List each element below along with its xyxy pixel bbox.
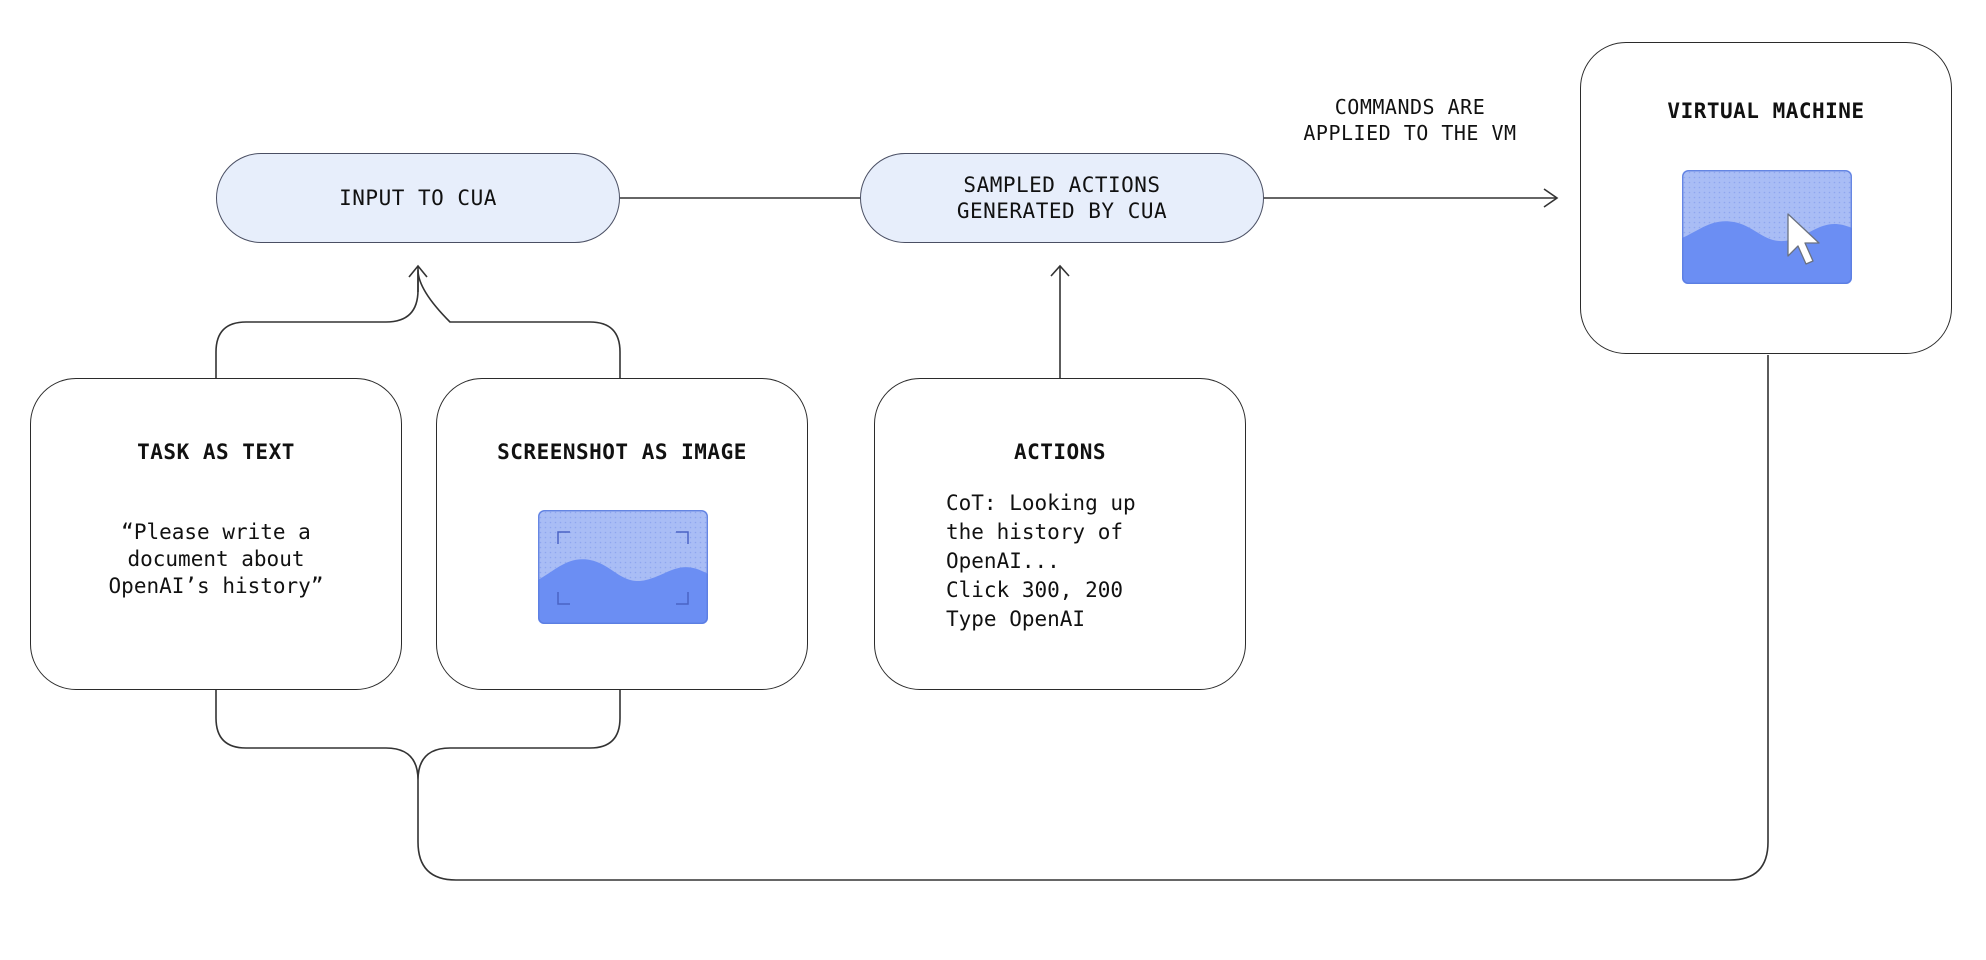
bottom-merge-brace [215, 690, 621, 781]
cursor-screen-icon [1682, 170, 1852, 284]
sampled-actions-node: SAMPLED ACTIONS GENERATED BY CUA [860, 153, 1264, 243]
task-as-text-card: TASK AS TEXT “Please write a document ab… [30, 378, 402, 690]
actions-line: OpenAI... [946, 549, 1060, 573]
task-quote-line3: OpenAI’s history” [108, 574, 324, 598]
task-quote-line1: “Please write a [121, 520, 311, 544]
commands-label-line1: COMMANDS ARE [1334, 95, 1486, 119]
actions-text-block: CoT: Looking up the history of OpenAI...… [946, 489, 1136, 634]
task-quote-line2: document about [127, 547, 305, 571]
input-to-cua-node: INPUT TO CUA [216, 153, 620, 243]
actions-line: Click 300, 200 [946, 578, 1124, 602]
vm-feedback-loop [417, 355, 1769, 881]
mouse-cursor-icon [1787, 213, 1820, 265]
capture-frame-icon [557, 531, 689, 605]
virtual-machine-title: VIRTUAL MACHINE [1667, 99, 1865, 123]
actions-line: Type OpenAI [946, 607, 1086, 631]
actions-line: the history of [946, 520, 1124, 544]
sampled-actions-label-line2: GENERATED BY CUA [956, 199, 1168, 223]
task-as-text-title: TASK AS TEXT [137, 440, 295, 464]
commands-applied-label: COMMANDS ARE APPLIED TO THE VM [1270, 94, 1550, 146]
sampled-actions-label-line1: SAMPLED ACTIONS [963, 173, 1161, 197]
actions-card: ACTIONS CoT: Looking up the history of O… [874, 378, 1246, 690]
actions-title: ACTIONS [1013, 440, 1106, 464]
task-quote-text: “Please write a document about OpenAI’s … [31, 519, 401, 600]
actions-line: CoT: Looking up [946, 491, 1136, 515]
sampled-to-vm-arrowhead [1543, 188, 1559, 208]
screenshot-image-icon [538, 510, 708, 624]
actions-to-sampled-arrowhead [1050, 264, 1070, 277]
screenshot-as-image-title: SCREENSHOT AS IMAGE [497, 440, 747, 464]
commands-label-line2: APPLIED TO THE VM [1303, 121, 1517, 145]
virtual-machine-card: VIRTUAL MACHINE [1580, 42, 1952, 354]
input-to-cua-label: INPUT TO CUA [339, 186, 497, 210]
screenshot-as-image-card: SCREENSHOT AS IMAGE [436, 378, 808, 690]
